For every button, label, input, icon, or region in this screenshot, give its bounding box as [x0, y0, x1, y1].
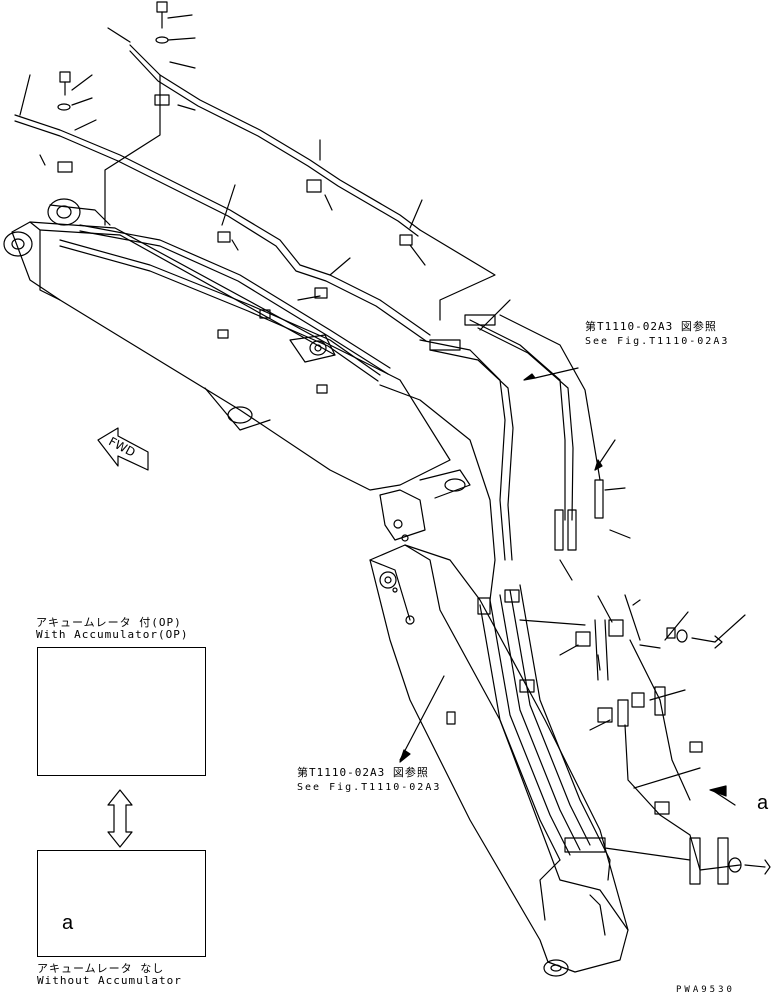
without-accumulator-inset	[37, 850, 206, 957]
with-accumulator-caption-en: With Accumulator(OP)	[36, 628, 189, 641]
hose-routing	[379, 314, 771, 921]
with-accumulator-caption-jp: アキュームレータ 付(OP)	[36, 616, 182, 629]
with-accumulator-inset	[37, 647, 206, 776]
double-arrow-icon	[107, 789, 133, 848]
leader-arrow-icon	[594, 459, 603, 471]
fig-ref-bottom-jp: 第T1110-02A3 図参照	[297, 766, 429, 779]
drawing-number: PWA9530	[676, 985, 735, 995]
upper-piping	[14, 1, 511, 394]
a-arrow-icon	[709, 785, 727, 797]
fwd-arrow-icon	[97, 427, 149, 471]
without-accumulator-caption-jp: アキュームレータ なし	[37, 962, 165, 975]
arrow-letter-a-inset: a	[62, 912, 74, 934]
leader-arrow-icon	[399, 749, 411, 763]
fig-ref-bottom-en: See Fig.T1110-02A3	[297, 782, 442, 793]
fig-ref-top-en: See Fig.T1110-02A3	[585, 336, 730, 347]
fig-ref-top-jp: 第T1110-02A3 図参照	[585, 320, 717, 333]
arrow-letter-a-right: a	[757, 792, 769, 814]
leader-arrow-icon	[523, 373, 536, 381]
without-accumulator-caption-en: Without Accumulator	[37, 974, 182, 987]
